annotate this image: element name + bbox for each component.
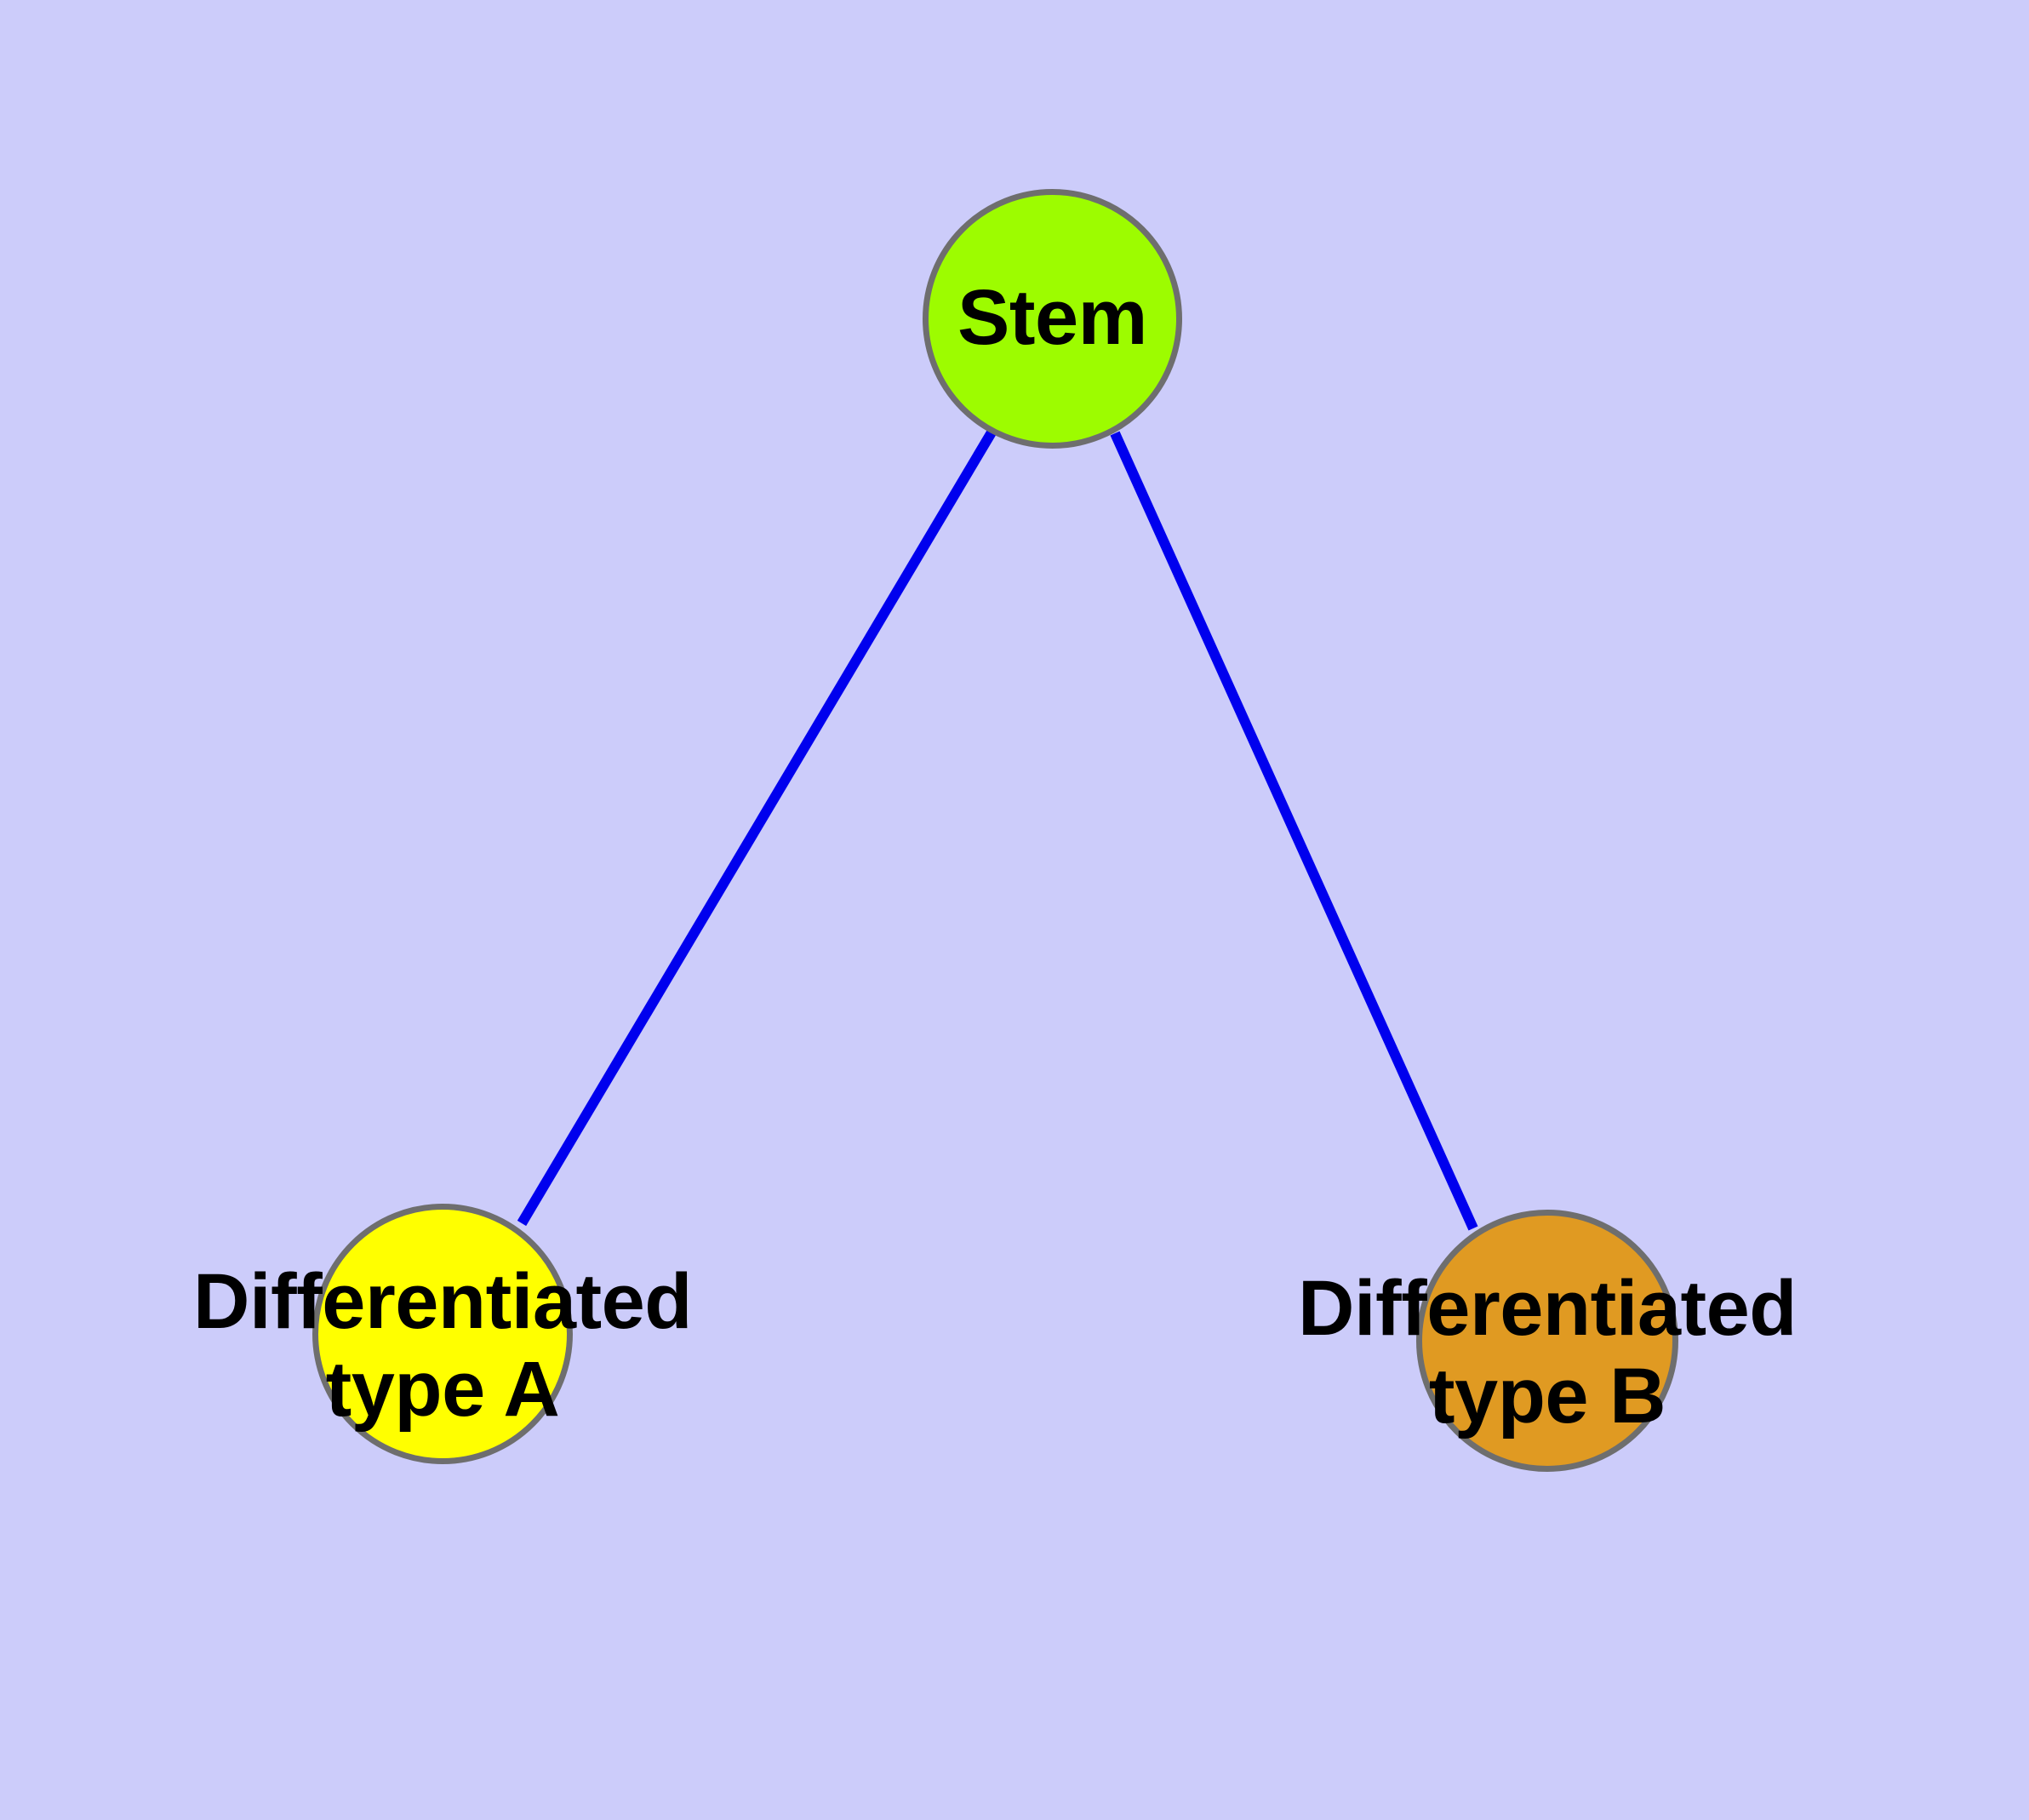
edge-stem-to-differentiated-type-b[interactable] [1110, 431, 1478, 1231]
edge-stem-to-differentiated-type-a[interactable] [517, 429, 997, 1227]
node-stem[interactable] [923, 189, 1182, 449]
node-differentiated-type-a[interactable] [312, 1204, 573, 1464]
node-differentiated-type-b[interactable] [1416, 1210, 1678, 1472]
